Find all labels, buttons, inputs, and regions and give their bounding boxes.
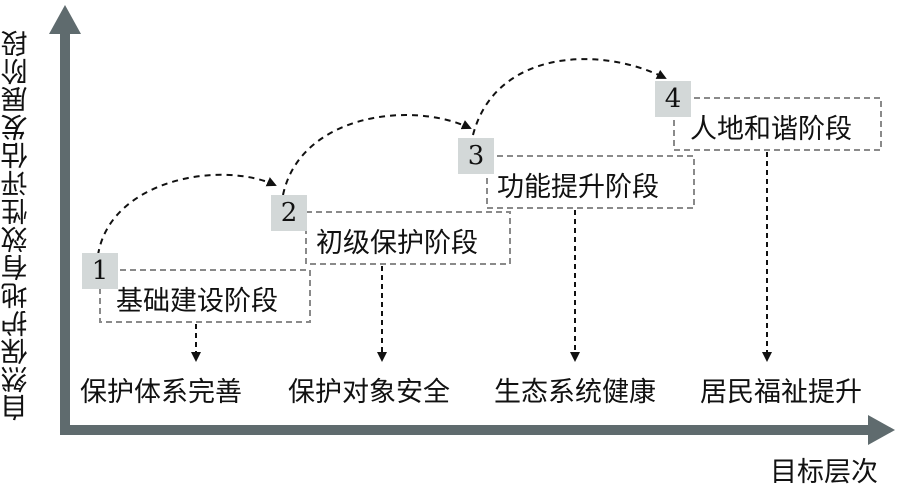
y-axis-line [60, 30, 70, 435]
x-axis-arrowhead [868, 415, 895, 445]
transition-arrow-1-2 [97, 173, 277, 256]
stage-2-label: 初级保护阶段 [316, 228, 478, 259]
stage-3-box [486, 155, 695, 209]
stage-3-number: 3 [458, 138, 494, 174]
y-axis-arrowhead [49, 5, 81, 34]
transition-arrow-3-4 [472, 58, 667, 136]
y-axis-label: 自然保护地有效性评估发展阶段 [1, 29, 33, 421]
stage-4-number: 4 [655, 81, 691, 117]
stage-2-outcome: 保护对象安全 [288, 377, 450, 408]
stage-3-label: 功能提升阶段 [497, 172, 659, 203]
stage-3-outcome: 生态系统健康 [494, 377, 656, 408]
stage-4-label: 人地和谐阶段 [690, 114, 852, 145]
stage-1-number: 1 [82, 253, 118, 289]
stage-1-outcome: 保护体系完善 [80, 377, 242, 408]
x-axis-label: 目标层次 [770, 457, 878, 488]
stage-1-label: 基础建设阶段 [116, 286, 278, 317]
stage-4-box [673, 97, 882, 151]
transition-arrow-2-3 [282, 114, 472, 196]
stage-2-number: 2 [271, 195, 307, 231]
stage-1-box [99, 269, 311, 323]
stage-2-box [305, 211, 511, 265]
stage-4-outcome: 居民福祉提升 [700, 377, 862, 408]
x-axis-line [60, 425, 875, 435]
